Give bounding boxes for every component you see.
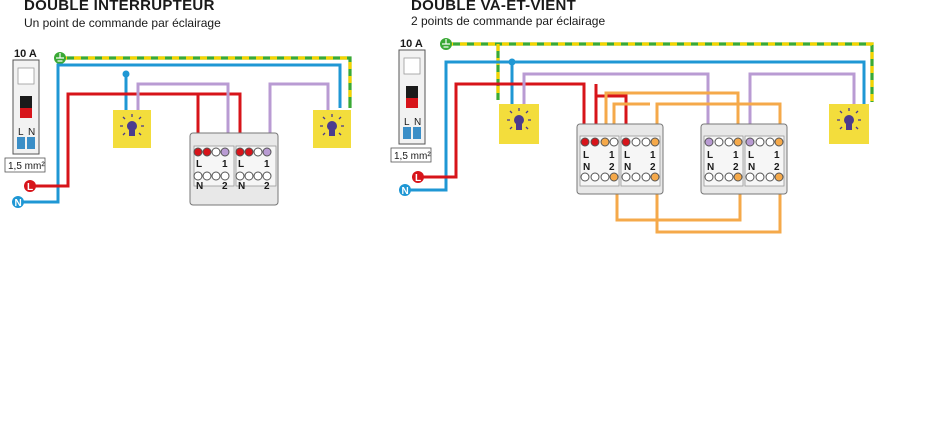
earth-icon: [440, 38, 452, 50]
left-sw2-terminal-l: L: [238, 159, 244, 170]
left-wire-section: 1,5 mm²: [8, 161, 45, 172]
lamp-icon: [499, 104, 539, 144]
right-swB1-terminal-1: 1: [733, 150, 739, 161]
right-swB1-terminal-n: N: [707, 162, 714, 173]
right-swA1-terminal-1: 1: [609, 150, 615, 161]
right-return-wire-1: [522, 72, 710, 140]
left-sw1-terminal-l: L: [196, 159, 202, 170]
right-swB2-terminal-n: N: [748, 162, 755, 173]
right-return-wire-2: [748, 72, 856, 140]
right-breaker-terminal-n: N: [414, 117, 421, 128]
left-return-wire-2: [268, 82, 330, 146]
left-earth-wire: [60, 56, 352, 108]
left-neutral-label: N: [15, 198, 22, 209]
right-traveler-wires: [604, 91, 782, 234]
left-phase-label: L: [27, 182, 33, 193]
right-phase-marker: [412, 171, 424, 183]
right-swA1-terminal-2: 2: [609, 162, 615, 173]
double-switch-icon: [700, 123, 788, 195]
left-breaker-rating: 10 A: [14, 48, 37, 60]
right-title: DOUBLE VA-ET-VIENT: [411, 0, 576, 14]
left-sw2-terminal-n: N: [238, 181, 245, 192]
left-sw1-terminal-n: N: [196, 181, 203, 192]
left-breaker-terminal-l: L: [18, 127, 24, 138]
right-swA2-terminal-2: 2: [650, 162, 656, 173]
right-neutral-marker: [399, 184, 411, 196]
left-subtitle: Un point de commande par éclairage: [24, 16, 221, 30]
right-wire-section-box: [390, 147, 432, 163]
circuit-breaker-icon: [398, 49, 426, 145]
left-sw1-terminal-1: 1: [222, 159, 228, 170]
right-swA2-terminal-1: 1: [650, 150, 656, 161]
right-swA2-terminal-n: N: [624, 162, 631, 173]
right-breaker-terminal-l: L: [404, 117, 410, 128]
left-phase-wire: [30, 92, 242, 188]
right-swA2-terminal-l: L: [624, 150, 630, 161]
right-swB2-terminal-l: L: [748, 150, 754, 161]
lamp-icon: [113, 110, 151, 148]
right-neutral-junction: [508, 58, 516, 66]
right-swA1-terminal-n: N: [583, 162, 590, 173]
left-sw1-terminal-2: 2: [222, 181, 228, 192]
right-swB1-terminal-2: 2: [733, 162, 739, 173]
right-neutral-label: N: [402, 186, 409, 197]
left-return-wire-1: [136, 82, 230, 146]
right-diagram: DOUBLE VA-ET-VIENT 2 points de commande …: [390, 0, 874, 234]
right-swB1-terminal-l: L: [707, 150, 713, 161]
right-subtitle: 2 points de commande par éclairage: [411, 14, 605, 28]
left-title: DOUBLE INTERRUPTEUR: [24, 0, 215, 14]
earth-icon: [54, 52, 66, 64]
left-breaker-terminal-n: N: [28, 127, 35, 138]
left-phase-marker: [24, 180, 36, 192]
right-wire-section: 1,5 mm²: [394, 151, 431, 162]
right-swB2-terminal-1: 1: [774, 150, 780, 161]
left-neutral-junction: [122, 70, 130, 78]
left-neutral-wire: [18, 63, 342, 204]
left-sw2-terminal-2: 2: [264, 181, 270, 192]
lamp-icon: [313, 110, 351, 148]
right-breaker-rating: 10 A: [400, 38, 423, 50]
right-swB2-terminal-2: 2: [774, 162, 780, 173]
lamp-icon: [829, 104, 869, 144]
left-neutral-marker: [12, 196, 24, 208]
left-diagram: DOUBLE INTERRUPTEUR Un point de commande…: [4, 0, 352, 209]
double-switch-icon: [189, 132, 279, 206]
double-switch-icon: [576, 123, 664, 195]
right-earth-wire: [446, 42, 874, 102]
right-swA1-terminal-l: L: [583, 150, 589, 161]
circuit-breaker-icon: [12, 59, 40, 155]
left-wire-section-box: [4, 157, 46, 173]
left-sw2-terminal-1: 1: [264, 159, 270, 170]
right-phase-label: L: [415, 173, 421, 184]
